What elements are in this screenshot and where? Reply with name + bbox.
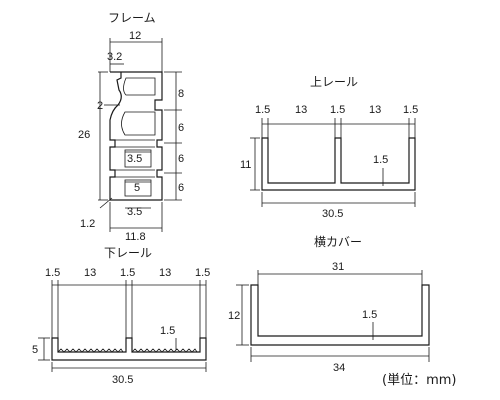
side-cover-dim-thickness: 1.5	[362, 309, 377, 321]
lower-rail-dim-g1: 13	[84, 267, 96, 279]
side-cover-title: 横カバー	[314, 235, 362, 249]
lower-rail-dim-t1: 1.5	[45, 267, 60, 279]
lower-rail-dim-t2: 1.5	[120, 267, 135, 279]
frame-leader-line	[99, 197, 113, 209]
frame-dim-bottom-width: 11.8	[125, 231, 146, 243]
frame-cavity	[124, 149, 152, 168]
lower-rail-dim-width: 30.5	[112, 374, 133, 386]
lower-rail-dim-thickness: 1.5	[160, 325, 175, 337]
upper-rail-profile	[261, 137, 416, 191]
upper-rail-dim-height: 11	[240, 159, 251, 171]
side-cover-dim-outer-width: 34	[333, 362, 345, 374]
frame-dim-thickness: 1.2	[80, 218, 95, 230]
lower-rail-dim-t3: 1.5	[195, 267, 210, 279]
side-cover-dim-height: 12	[228, 310, 240, 322]
upper-rail-title: 上レール	[310, 75, 358, 89]
frame-dim-inner-b: 5	[134, 182, 140, 194]
frame-dim-inner-c: 3.5	[127, 206, 142, 218]
frame-dim-seg2: 6	[178, 122, 184, 134]
frame-cavity	[124, 179, 152, 197]
upper-rail-dim-g1: 13	[295, 104, 307, 116]
frame-section: フレーム 12 3.2 2 26 8 6	[78, 11, 184, 243]
lower-rail-section: 下レール 1.5 13 1.5 13 1.5 5 1.5 30.5	[32, 246, 210, 386]
lower-rail-dim-height: 5	[32, 344, 38, 356]
side-cover-section: 横カバー 31 12 1.5 34	[228, 235, 430, 374]
frame-dim-inner-a: 3.5	[127, 153, 142, 165]
frame-dim-seg1: 8	[178, 88, 184, 100]
frame-dim-lip: 3.2	[107, 51, 122, 63]
upper-rail-dim-g2: 13	[369, 104, 381, 116]
upper-rail-dim-thickness: 1.5	[373, 154, 388, 166]
lower-rail-dim-g2: 13	[159, 267, 171, 279]
upper-rail-dim-t1: 1.5	[255, 104, 270, 116]
frame-dim-seg3: 6	[178, 153, 184, 165]
side-cover-dim-inner-width: 31	[332, 261, 344, 273]
upper-rail-dim-t2: 1.5	[330, 104, 345, 116]
frame-dim-top-width: 12	[129, 30, 141, 42]
side-cover-profile	[250, 284, 430, 346]
upper-rail-section: 上レール 1.5 13 1.5 13 1.5 11 1.5 30.5	[240, 75, 418, 220]
lower-rail-serration	[57, 348, 198, 353]
frame-profile	[109, 71, 163, 201]
frame-cavity	[121, 111, 156, 136]
frame-dim-height: 26	[78, 129, 90, 141]
frame-dim-seg4: 6	[178, 182, 184, 194]
lower-rail-title: 下レール	[104, 246, 152, 260]
frame-cavity	[123, 77, 156, 96]
upper-rail-dim-width: 30.5	[322, 208, 343, 220]
upper-rail-dim-t3: 1.5	[403, 104, 418, 116]
unit-label: (単位：mm)	[382, 372, 456, 388]
frame-title: フレーム	[108, 11, 156, 25]
